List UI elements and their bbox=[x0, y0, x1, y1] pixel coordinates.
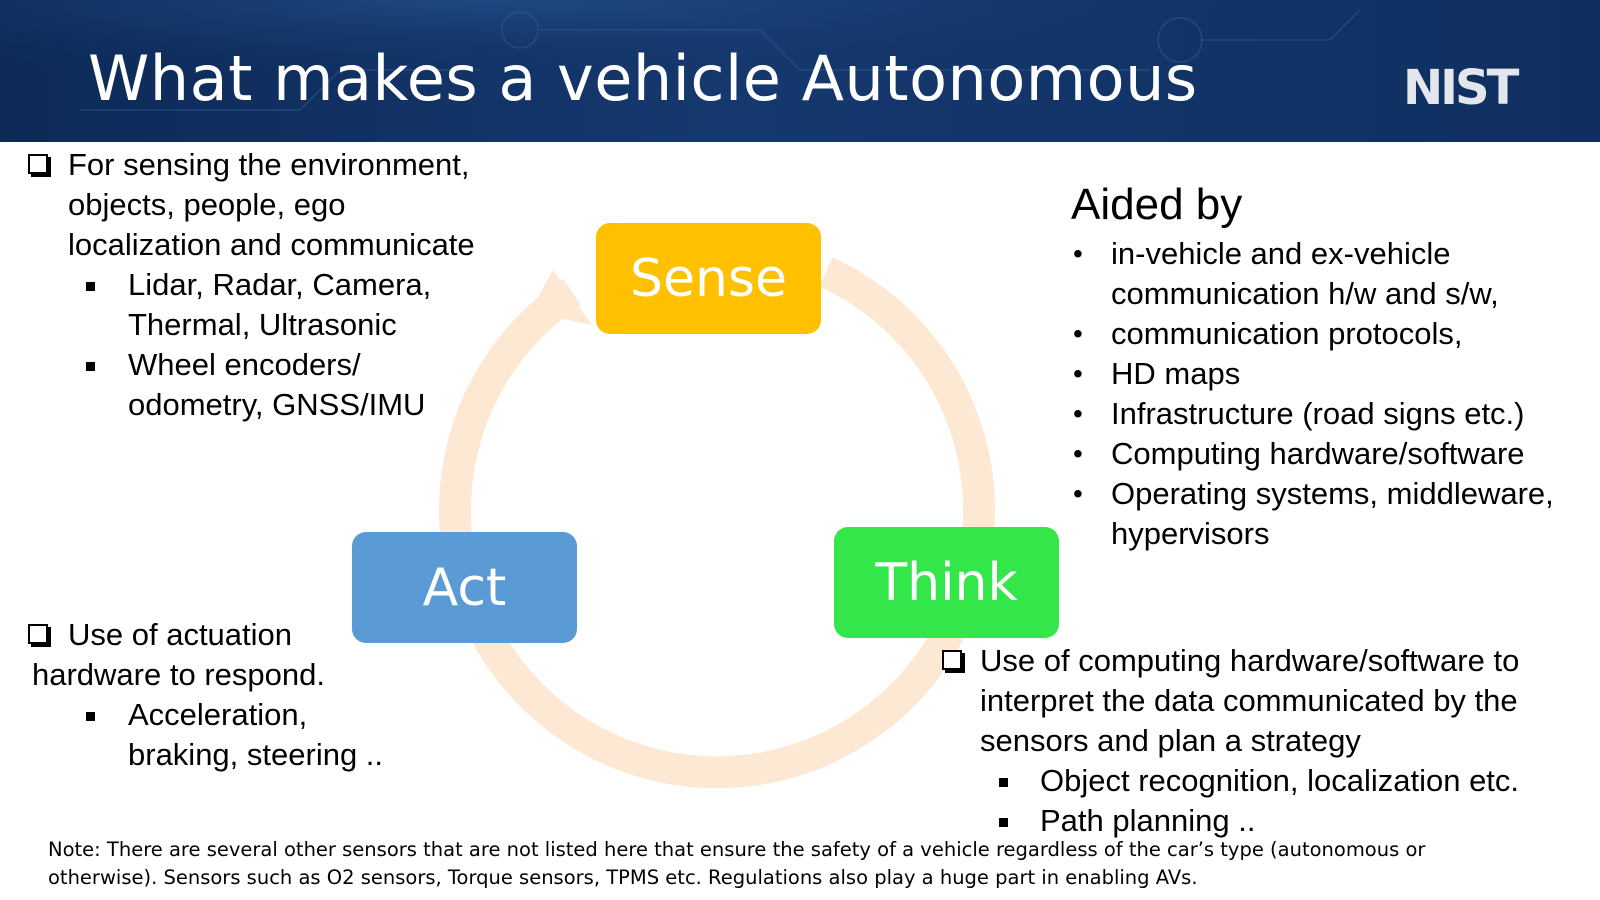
footnote: Note: There are several other sensors th… bbox=[48, 836, 1448, 892]
nist-logo: NIST bbox=[1403, 60, 1519, 116]
act-node: Act bbox=[352, 532, 577, 643]
aided-by-item: HD maps bbox=[1111, 356, 1241, 391]
cycle-arrowhead bbox=[530, 270, 592, 325]
aided-by-title: Aided by bbox=[1071, 180, 1243, 229]
cycle-arrow-ring bbox=[438, 257, 995, 789]
sense-sub-item: Lidar, Radar, Camera, bbox=[128, 267, 432, 302]
aided-by-item: Computing hardware/software bbox=[1111, 436, 1525, 471]
bullet-dot-icon: • bbox=[1073, 238, 1083, 269]
bullet-dot-icon: • bbox=[1073, 478, 1083, 509]
aided-by-item: in-vehicle and ex-vehicle bbox=[1111, 236, 1451, 271]
think-line: Use of computing hardware/software to bbox=[980, 643, 1520, 678]
checkbox-bullet-icon bbox=[28, 624, 48, 644]
bullet-dot-icon: • bbox=[1073, 398, 1083, 429]
think-sub-item: Object recognition, localization etc. bbox=[1040, 763, 1520, 798]
square-bullet-icon bbox=[86, 362, 95, 371]
act-line: Use of actuation bbox=[68, 617, 293, 652]
act-sub-item: braking, steering .. bbox=[128, 737, 384, 772]
sense-sub-item: Wheel encoders/ bbox=[128, 347, 361, 382]
aided-by-item: communication h/w and s/w, bbox=[1111, 276, 1499, 311]
aided-by-item: hypervisors bbox=[1111, 516, 1270, 551]
think-sub-item: Path planning .. bbox=[1040, 803, 1256, 838]
think-node: Think bbox=[834, 527, 1059, 638]
think-line: sensors and plan a strategy bbox=[980, 723, 1361, 758]
sense-line: objects, people, ego bbox=[68, 187, 346, 222]
square-bullet-icon bbox=[999, 778, 1008, 787]
checkbox-bullet-icon bbox=[28, 154, 48, 174]
banner-decoration bbox=[0, 0, 1600, 142]
bullet-dot-icon: • bbox=[1073, 318, 1083, 349]
square-bullet-icon bbox=[86, 712, 95, 721]
sense-node: Sense bbox=[596, 223, 821, 334]
title-banner: What makes a vehicle Autonomous NIST bbox=[0, 0, 1600, 142]
act-line: hardware to respond. bbox=[32, 657, 325, 692]
aided-by-item: Infrastructure (road signs etc.) bbox=[1111, 396, 1525, 431]
sense-line: For sensing the environment, bbox=[68, 147, 470, 182]
think-line: interpret the data communicated by the bbox=[980, 683, 1518, 718]
aided-by-item: communication protocols, bbox=[1111, 316, 1463, 351]
square-bullet-icon bbox=[86, 282, 95, 291]
sense-sub-item: Thermal, Ultrasonic bbox=[128, 307, 397, 342]
aided-by-item: Operating systems, middleware, bbox=[1111, 476, 1554, 511]
sense-line: localization and communicate bbox=[68, 227, 475, 262]
bullet-dot-icon: • bbox=[1073, 358, 1083, 389]
checkbox-bullet-icon bbox=[942, 650, 962, 670]
bullet-dot-icon: • bbox=[1073, 438, 1083, 469]
sense-sub-item: odometry, GNSS/IMU bbox=[128, 387, 426, 422]
act-sub-item: Acceleration, bbox=[128, 697, 308, 732]
square-bullet-icon bbox=[999, 818, 1008, 827]
page-title: What makes a vehicle Autonomous bbox=[88, 42, 1198, 115]
footnote-line: Note: There are several other sensors th… bbox=[48, 838, 1426, 861]
footnote-line: otherwise). Sensors such as O2 sensors, … bbox=[48, 866, 1198, 889]
